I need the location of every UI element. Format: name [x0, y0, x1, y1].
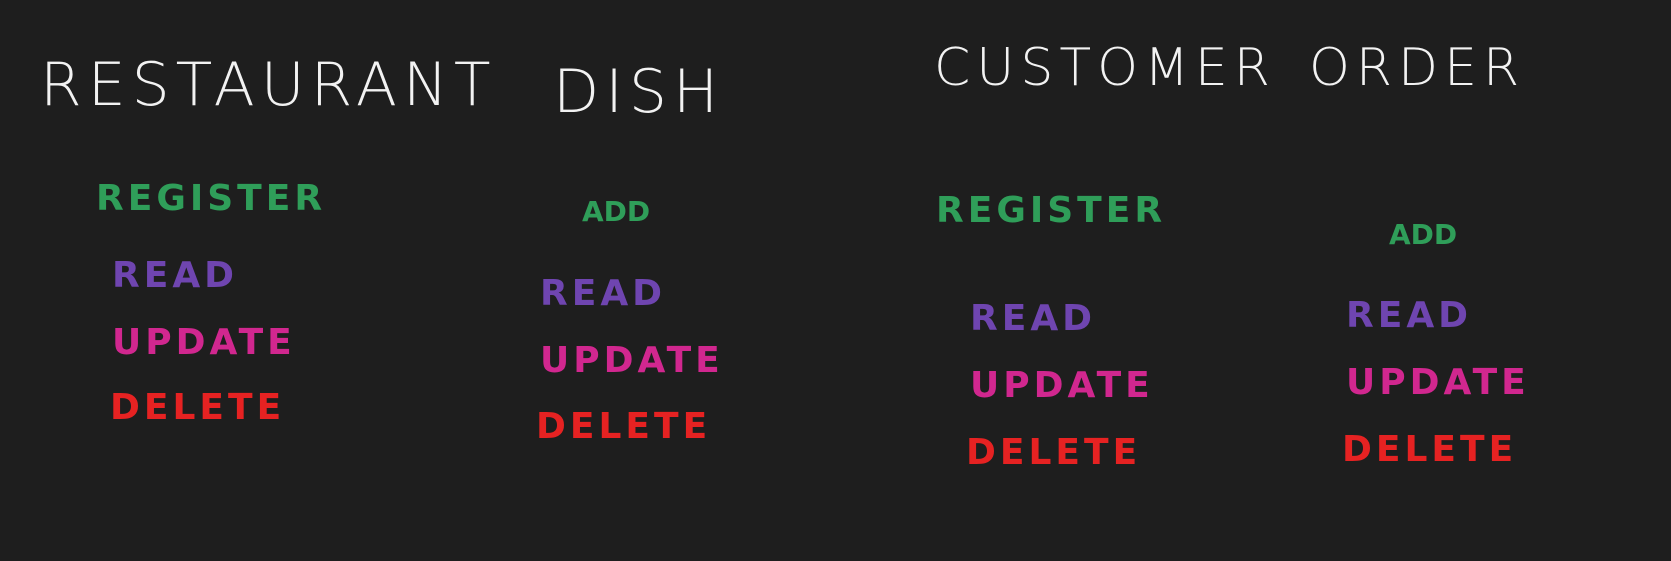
customer-title: CUSTOMER	[934, 38, 1276, 98]
customer-register-op: REGISTER	[936, 190, 1167, 231]
dish-title: DISH	[553, 57, 725, 127]
customer-update-op: UPDATE	[970, 365, 1154, 406]
customer-delete-op: DELETE	[966, 432, 1142, 473]
order-title: ORDER	[1309, 38, 1526, 98]
order-read-op: READ	[1346, 295, 1473, 336]
dish-add-op: ADD	[582, 195, 651, 228]
order-add-op: ADD	[1389, 218, 1458, 251]
dish-delete-op: DELETE	[536, 406, 712, 447]
order-delete-op: DELETE	[1342, 429, 1518, 470]
order-update-op: UPDATE	[1346, 362, 1530, 403]
restaurant-register-op: REGISTER	[96, 178, 327, 219]
dish-update-op: UPDATE	[540, 340, 724, 381]
restaurant-delete-op: DELETE	[110, 387, 286, 428]
restaurant-title: RESTAURANT	[40, 50, 497, 120]
restaurant-read-op: READ	[112, 255, 239, 296]
restaurant-update-op: UPDATE	[112, 322, 296, 363]
customer-read-op: READ	[970, 298, 1097, 339]
dish-read-op: READ	[540, 273, 667, 314]
